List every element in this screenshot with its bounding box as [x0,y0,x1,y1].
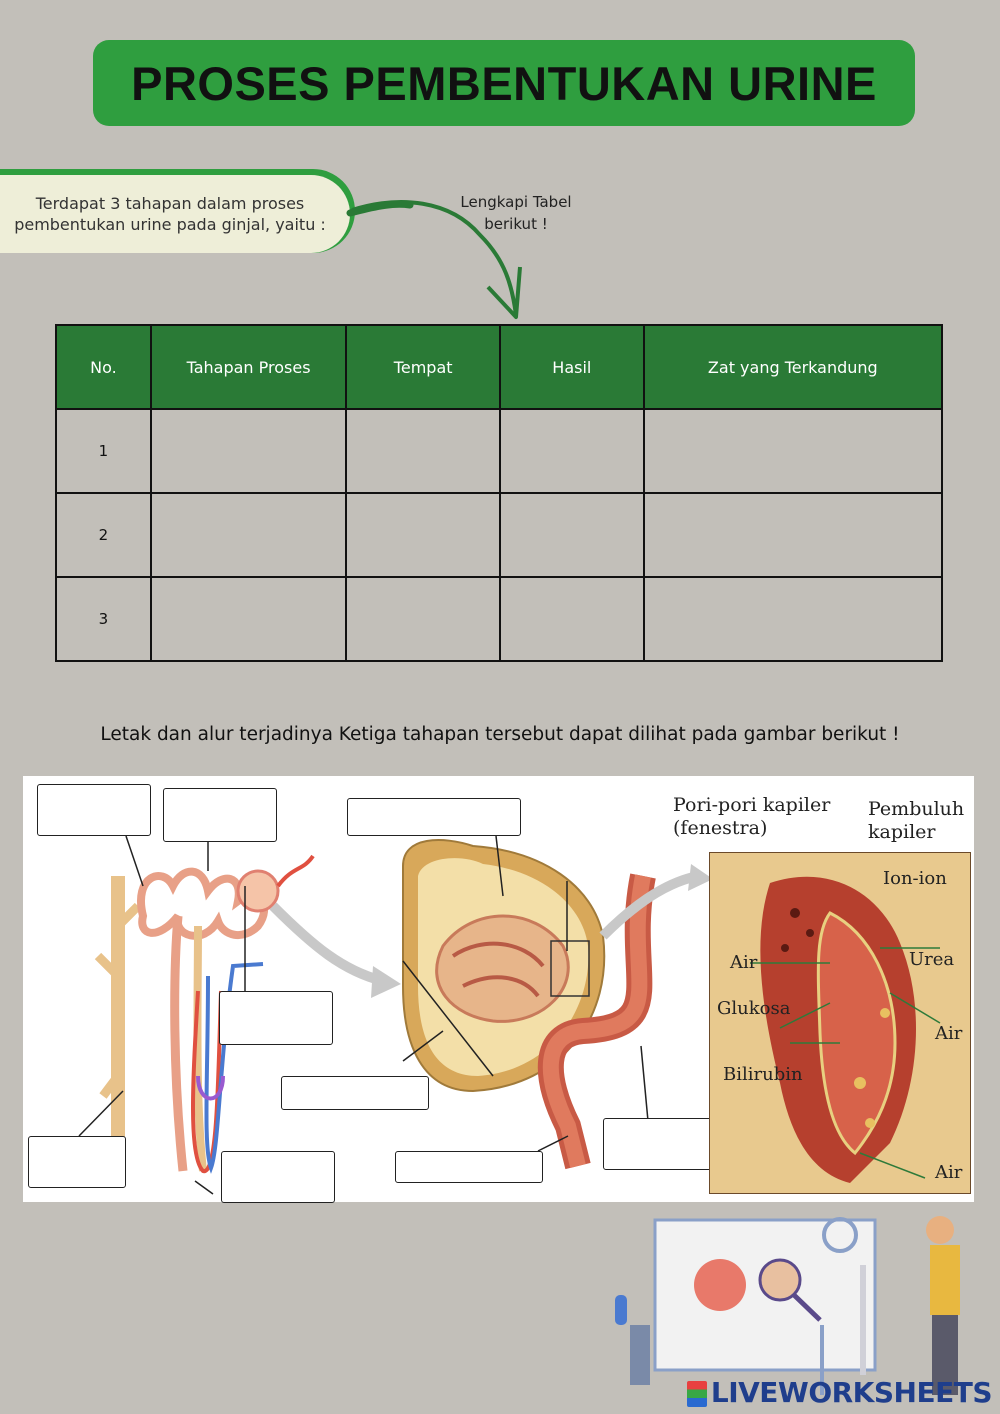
answer-cell[interactable] [499,576,645,662]
instruction-hint: Lengkapi Tabel berikut ! [430,191,602,235]
answer-cell[interactable] [642,576,944,662]
header-tahapan: Tahapan Proses [149,324,348,410]
row-number: 3 [55,576,152,662]
answer-cell[interactable] [345,576,501,662]
label-box[interactable] [28,1136,126,1188]
label-ion-ion: Ion-ion [883,868,947,889]
row-number: 1 [55,408,152,494]
intro-pill: Terdapat 3 tahapan dalam proses pembentu… [0,175,350,253]
header-zat: Zat yang Terkandung [642,324,944,410]
label-box[interactable] [37,784,151,836]
curved-arrow-icon [346,200,522,319]
logo-text: LIVEWORKSHEETS [710,1376,993,1409]
capillary-zoom-panel [709,852,971,1194]
answer-cell[interactable] [345,408,501,494]
label-air-left: Air [730,952,758,973]
answer-cell[interactable] [499,408,645,494]
label-box[interactable] [219,991,333,1045]
liveworksheets-badge-icon [686,1381,707,1407]
label-box[interactable] [395,1151,543,1183]
hint-line-2: berikut ! [484,215,548,233]
diagram-caption: Letak dan alur terjadinya Ketiga tahapan… [100,724,900,745]
page-title: PROSES PEMBENTUKAN URINE [131,56,877,110]
capillary-illustration [750,876,941,1183]
answer-cell[interactable] [149,408,348,494]
table-row: 2 [55,492,944,578]
label-box[interactable] [163,788,277,842]
nephron-illustration [78,835,713,1195]
label-box[interactable] [281,1076,429,1110]
answer-cell[interactable] [642,492,944,578]
pembuluh-line-1: Pembuluh [868,798,965,820]
pembuluh-line-2: kapiler [868,821,936,843]
lab-illustration [615,1216,960,1395]
label-box[interactable] [221,1151,335,1203]
answer-table: No. Tahapan Proses Tempat Hasil Zat yang… [55,324,944,662]
label-pori-kapiler: Pori-pori kapiler (fenestra) [673,794,830,840]
pori-line-1: Pori-pori kapiler [673,794,831,816]
row-number: 2 [55,492,152,578]
label-air-right: Air [935,1023,963,1044]
answer-cell[interactable] [149,492,348,578]
label-glukosa: Glukosa [717,998,791,1019]
header-hasil: Hasil [499,324,645,410]
liveworksheets-logo: LIVEWORKSHEETS [686,1376,993,1409]
label-air-bottom: Air [935,1162,963,1183]
label-box[interactable] [603,1118,717,1170]
pori-line-2: (fenestra) [673,817,768,839]
intro-line-2: pembentukan urine pada ginjal, yaitu : [14,215,326,234]
label-urea: Urea [909,949,955,970]
label-box[interactable] [347,798,521,836]
label-bilirubin: Bilirubin [723,1064,803,1085]
answer-cell[interactable] [499,492,645,578]
hint-line-1: Lengkapi Tabel [460,193,572,211]
header-tempat: Tempat [345,324,501,410]
label-pembuluh-kapiler: Pembuluh kapiler [868,798,964,844]
answer-cell[interactable] [149,576,348,662]
table-header-row: No. Tahapan Proses Tempat Hasil Zat yang… [55,324,944,410]
header-no: No. [55,324,152,410]
table-row: 3 [55,576,944,662]
title-banner: PROSES PEMBENTUKAN URINE [93,40,915,126]
answer-cell[interactable] [642,408,944,494]
intro-line-1: Terdapat 3 tahapan dalam proses [35,194,305,213]
kidney-diagram: Pori-pori kapiler (fenestra) Pembuluh ka… [23,776,974,1203]
answer-cell[interactable] [345,492,501,578]
table-row: 1 [55,408,944,494]
